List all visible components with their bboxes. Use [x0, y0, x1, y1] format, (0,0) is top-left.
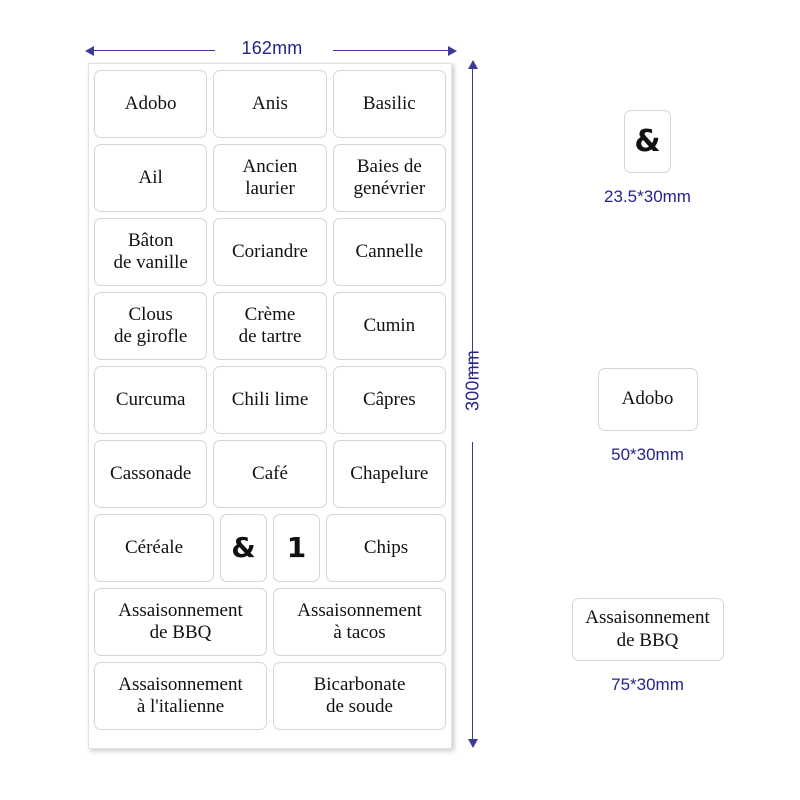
- label-cell[interactable]: Chili lime: [213, 366, 327, 434]
- width-dimension-annotation: 162mm: [85, 38, 457, 60]
- sample-size-caption: 75*30mm: [611, 675, 684, 694]
- arrow-left-icon: [85, 45, 94, 56]
- height-dimension-label: 300mm: [462, 349, 483, 412]
- label-cell[interactable]: Cassonade: [94, 440, 208, 508]
- sample-size-caption: 50*30mm: [611, 445, 684, 464]
- label-cell[interactable]: 1: [273, 514, 320, 582]
- sample-group-small: & 23.5*30mm: [560, 110, 735, 207]
- sample-label-box: Adobo: [597, 368, 698, 431]
- label-cell[interactable]: Câpres: [332, 366, 446, 434]
- sample-group-medium: Adobo 50*30mm: [560, 368, 735, 465]
- label-cell[interactable]: Cannelle: [332, 218, 446, 286]
- dimension-line-right: [333, 50, 451, 52]
- sample-label-box: &: [624, 110, 671, 173]
- label-cell[interactable]: Curcuma: [94, 366, 208, 434]
- label-cell[interactable]: Anis: [213, 70, 327, 138]
- label-cell[interactable]: Ail: [94, 144, 208, 212]
- label-cell[interactable]: Céréale: [94, 514, 214, 582]
- arrow-up-icon: [467, 60, 478, 69]
- dimension-line-left: [91, 50, 215, 52]
- label-cell[interactable]: Basilic: [332, 70, 446, 138]
- label-cell[interactable]: Coriandre: [213, 218, 327, 286]
- dimension-line-top: [472, 66, 474, 376]
- label-cell[interactable]: Café: [213, 440, 327, 508]
- dimension-line-bottom: [472, 442, 474, 742]
- label-cell[interactable]: Chips: [326, 514, 446, 582]
- width-dimension-label: 162mm: [241, 38, 303, 58]
- arrow-down-icon: [467, 739, 478, 748]
- label-cell[interactable]: Chapelure: [332, 440, 446, 508]
- sample-size-caption: 23.5*30mm: [604, 187, 691, 206]
- arrow-right-icon: [448, 45, 457, 56]
- height-dimension-annotation: 300mm: [462, 60, 483, 748]
- label-cell[interactable]: &: [220, 514, 267, 582]
- label-cell[interactable]: Adobo: [94, 70, 208, 138]
- label-cell[interactable]: Cumin: [332, 292, 446, 360]
